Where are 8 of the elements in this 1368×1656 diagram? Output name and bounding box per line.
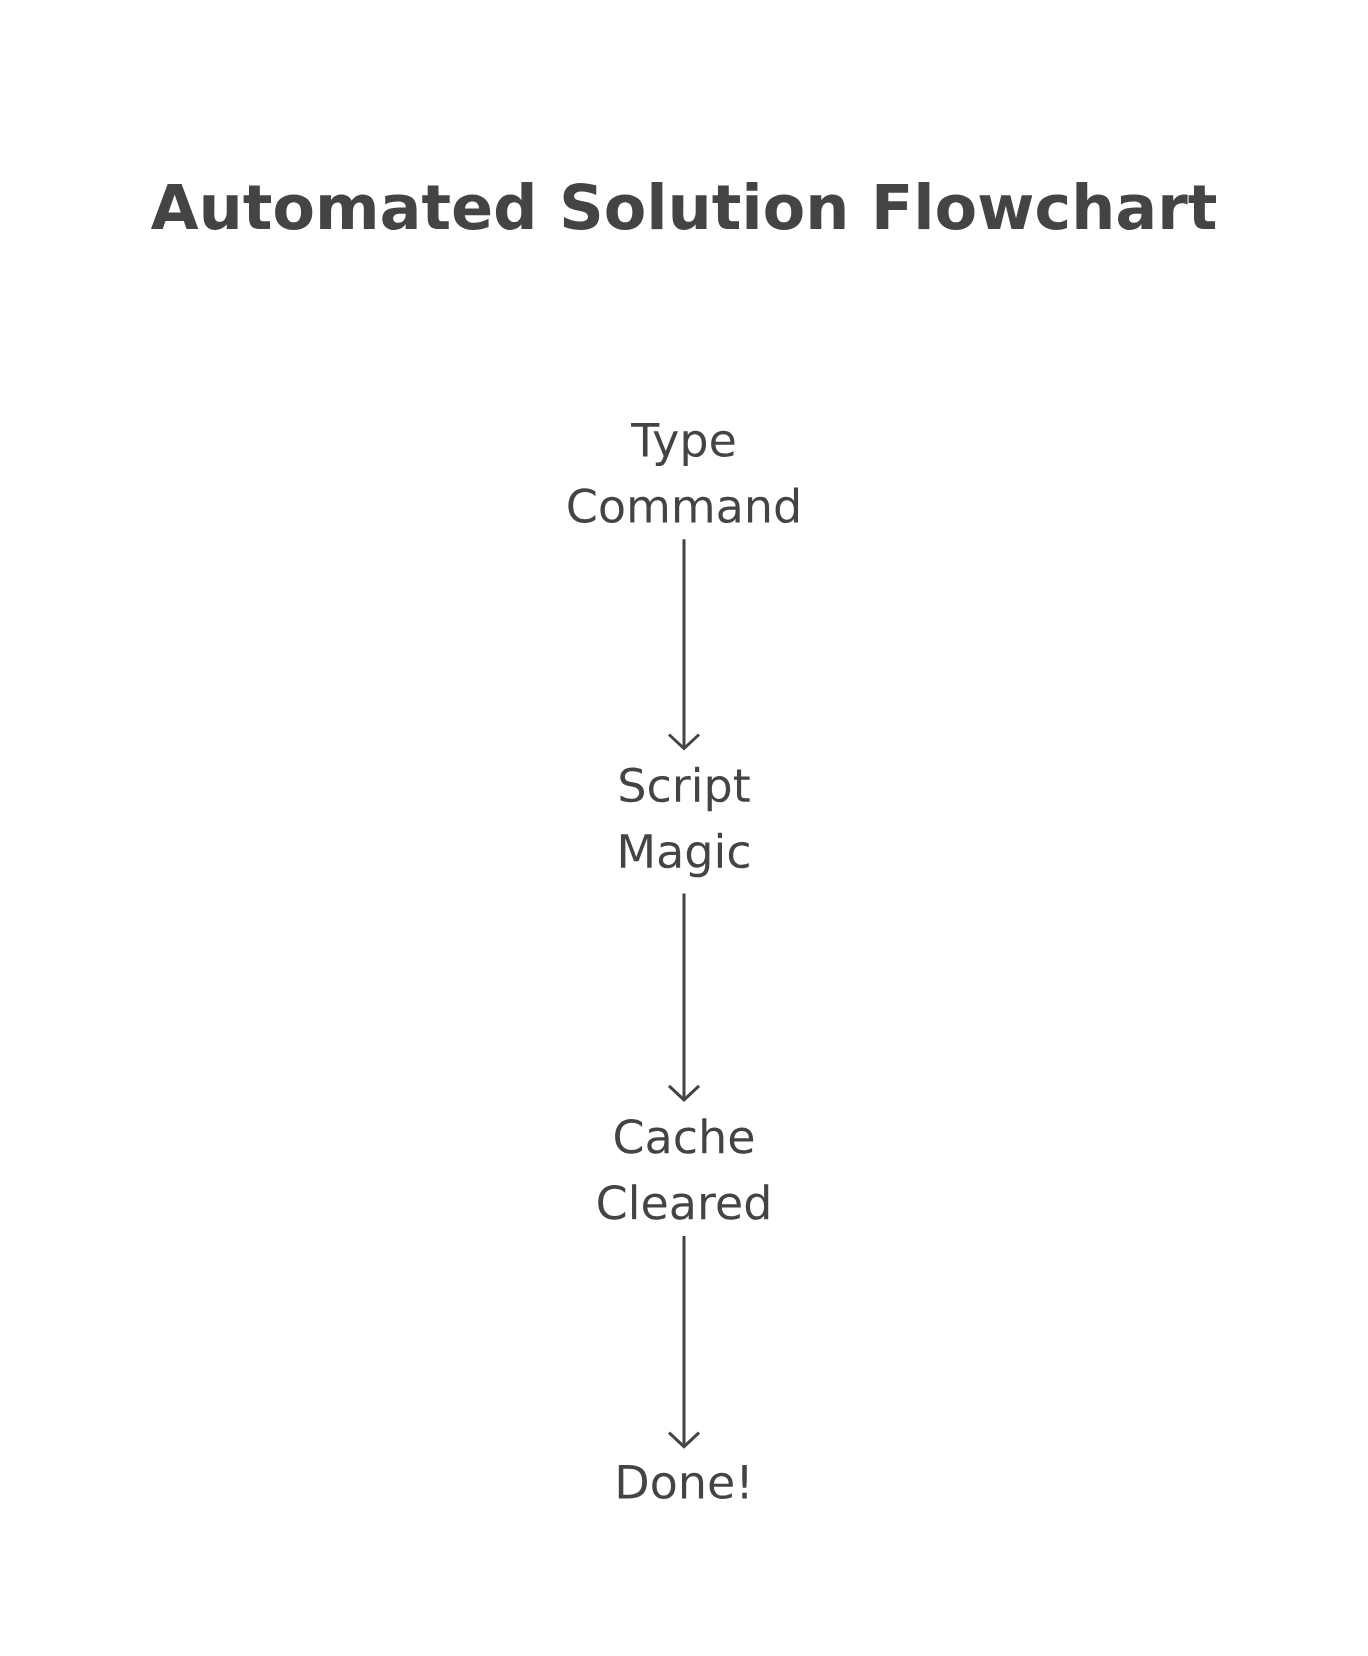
arrow xyxy=(668,539,701,751)
step-label: Script Magic xyxy=(620,766,750,878)
title: Automated Solution Flowchart xyxy=(150,182,1216,230)
step-label: Done! xyxy=(618,1464,747,1500)
step-label: Cache Cleared xyxy=(598,1118,769,1220)
step-label: Type Command xyxy=(568,422,799,524)
arrow xyxy=(668,893,701,1102)
arrow xyxy=(668,1236,701,1449)
